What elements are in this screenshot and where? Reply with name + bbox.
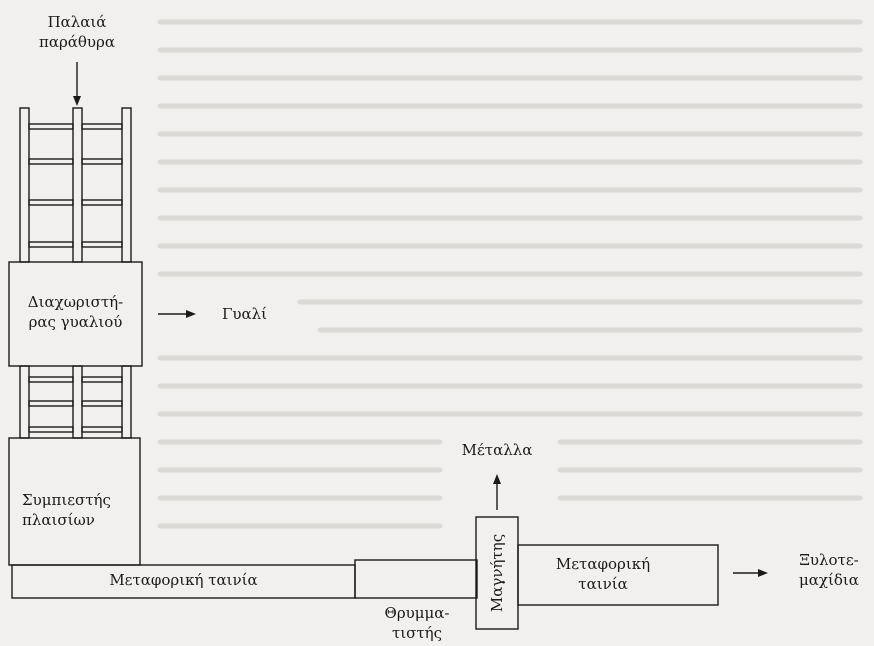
glass-arrow: [158, 310, 196, 318]
shredder-label: Θρυμμα- τιστής: [384, 604, 450, 642]
window-stack-lower: [19, 365, 132, 439]
conveyor-left-label: Μεταφορική ταινία: [109, 571, 258, 589]
metals-output-label: Μέταλλα: [461, 441, 533, 459]
input-arrow: [73, 62, 81, 106]
wood-chips-output-label: Ξυλοτε- μαχίδια: [799, 551, 859, 589]
metals-arrow: [493, 474, 501, 510]
wood-chips-arrow: [733, 569, 768, 577]
conveyor-right-label: Μεταφορική ταινία: [555, 555, 651, 593]
old-windows-label: Παλαιά παράθυρα: [38, 13, 116, 51]
window-stack-upper: [19, 107, 132, 263]
frame-compressor-label: Συμπιεστής πλαισίων: [22, 491, 111, 529]
conveyor-belt-right: [517, 544, 719, 606]
glass-output-label: Γυαλί: [222, 305, 268, 323]
magnet-label: Μαγνήτης: [488, 533, 506, 613]
shredder-box: [354, 559, 478, 599]
glass-separator-label: Διαχωριστή- ρας γυαλιού: [27, 293, 124, 331]
